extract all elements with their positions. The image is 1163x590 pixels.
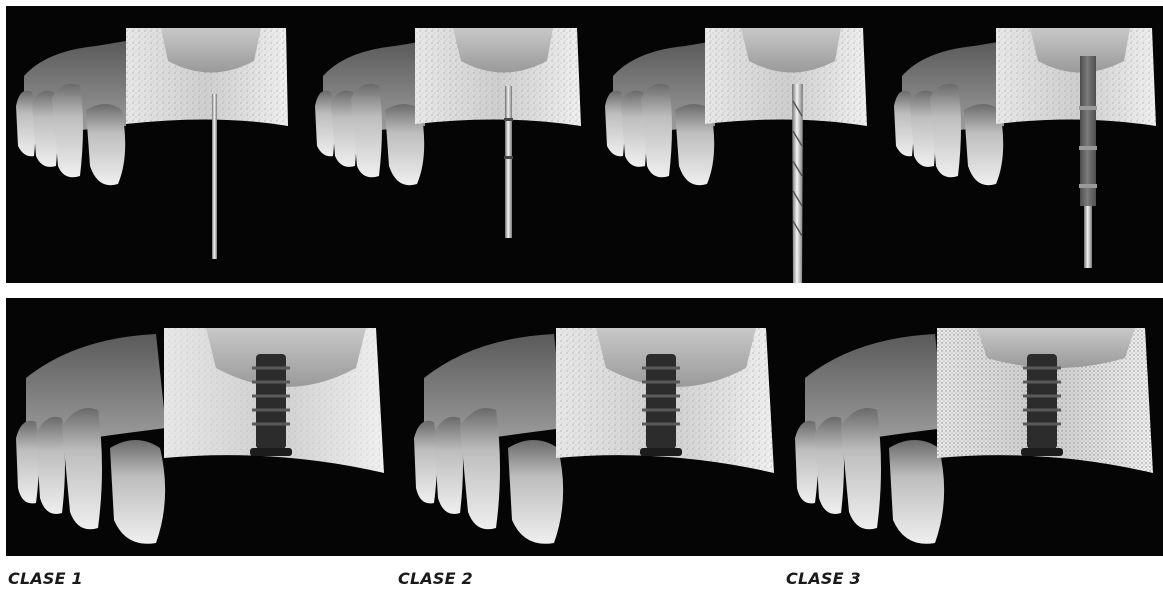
drilling-panel-4: [884, 6, 1163, 283]
drilling-panel-3: [595, 6, 884, 283]
implant-panel-class-2: [404, 298, 784, 556]
drilling-sequence-strip: [6, 6, 1163, 283]
drilling-panel-1: [6, 6, 295, 283]
medium-bone-implant-illustration: [404, 298, 784, 556]
pilot-drill-with-stop-illustration: [305, 6, 594, 283]
twist-drill-illustration: [595, 6, 884, 283]
implant-panel-class-1: [6, 298, 394, 556]
drilling-panel-2: [305, 6, 594, 283]
caption-class-1: CLASE 1: [8, 569, 83, 588]
thin-pilot-drill-illustration: [6, 6, 295, 283]
dense-bone-implant-illustration: [6, 298, 394, 556]
implant-panel-class-3: [785, 298, 1163, 556]
porous-bone-implant-illustration: [785, 298, 1163, 556]
caption-class-3: CLASE 3: [786, 569, 861, 588]
implant-bone-classes-strip: [6, 298, 1163, 556]
stepped-drill-illustration: [884, 6, 1163, 283]
caption-class-2: CLASE 2: [398, 569, 473, 588]
